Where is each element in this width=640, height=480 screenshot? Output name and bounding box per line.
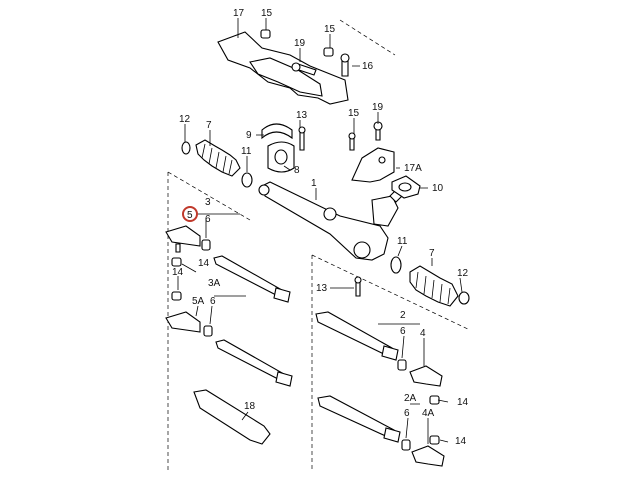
label-2: 2 — [400, 310, 406, 321]
label-6-d: 6 — [404, 408, 410, 419]
label-13-b: 13 — [316, 283, 328, 294]
ring-12-right — [458, 291, 470, 305]
tie-rod-3 — [213, 255, 291, 303]
bolt-13-upper — [298, 126, 306, 151]
tie-rod-2A — [317, 395, 401, 443]
ring-12-left — [181, 141, 191, 155]
label-5: 5 — [187, 210, 193, 221]
label-3A: 3A — [208, 278, 221, 289]
tie-rod-end-5A — [165, 311, 201, 333]
label-11-b: 11 — [397, 236, 408, 247]
callout-labels: 17 15 19 15 16 19 15 12 7 9 13 11 8 17A … — [172, 8, 469, 447]
label-8: 8 — [294, 165, 300, 176]
clamp-9 — [261, 123, 293, 140]
label-6-a: 6 — [205, 214, 211, 225]
heat-shield-17A — [351, 147, 395, 183]
boot-7-left — [195, 139, 241, 177]
label-13-a: 13 — [296, 110, 308, 121]
nut-15-upper — [260, 29, 271, 39]
clip-11-left — [241, 172, 253, 188]
label-10: 10 — [432, 183, 444, 194]
label-6-c: 6 — [400, 326, 406, 337]
label-1: 1 — [311, 178, 317, 189]
bolt-13-lower — [354, 276, 362, 297]
label-19-a: 19 — [294, 38, 306, 49]
label-16: 16 — [362, 61, 374, 72]
label-14-c: 14 — [457, 397, 469, 408]
tie-rod-3A — [215, 339, 293, 387]
label-14-d: 14 — [455, 436, 467, 447]
label-15-b: 15 — [324, 24, 336, 35]
tie-rod-2 — [315, 311, 399, 361]
clip-11-right — [390, 256, 402, 274]
label-7-b: 7 — [429, 248, 435, 259]
highlight-circle[interactable] — [182, 206, 198, 222]
label-2A: 2A — [404, 393, 417, 404]
boot-sleeve-18 — [193, 389, 271, 445]
nut-6-upper-left — [201, 239, 211, 251]
nut-14-c — [429, 395, 440, 405]
label-4A: 4A — [422, 408, 435, 419]
bolt-19-upper — [291, 62, 317, 76]
mounting-bracket-17 — [217, 31, 349, 105]
label-14-a: 14 — [198, 258, 210, 269]
nut-15-right — [323, 47, 334, 57]
nut-6-right-lower — [401, 439, 411, 451]
bushing-8 — [267, 141, 295, 173]
label-18: 18 — [244, 401, 256, 412]
label-17: 17 — [233, 8, 245, 19]
label-4: 4 — [420, 328, 426, 339]
tie-rod-end-4A — [411, 445, 445, 467]
grommet-10 — [391, 175, 421, 199]
label-6-b: 6 — [210, 296, 216, 307]
nut-6-right-upper — [397, 359, 407, 371]
label-11-a: 11 — [241, 146, 252, 157]
nut-6-lower-left — [203, 325, 213, 337]
label-15-a: 15 — [261, 8, 273, 19]
bolt-19-mid — [373, 121, 383, 141]
label-15-c: 15 — [348, 108, 360, 119]
label-7-a: 7 — [206, 120, 212, 131]
tie-rod-end-5 — [165, 225, 201, 253]
label-9: 9 — [246, 130, 252, 141]
label-19-b: 19 — [372, 102, 384, 113]
label-3: 3 — [205, 197, 211, 208]
label-14-b: 14 — [172, 267, 184, 278]
label-17A: 17A — [404, 163, 422, 174]
boot-7-right — [409, 265, 459, 307]
label-12-b: 12 — [457, 268, 469, 279]
nut-14-d — [429, 435, 440, 445]
label-12-a: 12 — [179, 114, 191, 125]
nut-14-a — [171, 257, 182, 267]
nut-14-b — [171, 291, 182, 301]
tie-rod-end-4 — [409, 365, 443, 387]
rack-housing-1 — [258, 181, 403, 261]
leader-lines — [177, 18, 463, 444]
label-5A: 5A — [192, 296, 205, 307]
bolt-13-mid — [348, 132, 356, 151]
bolt-16 — [340, 53, 350, 77]
